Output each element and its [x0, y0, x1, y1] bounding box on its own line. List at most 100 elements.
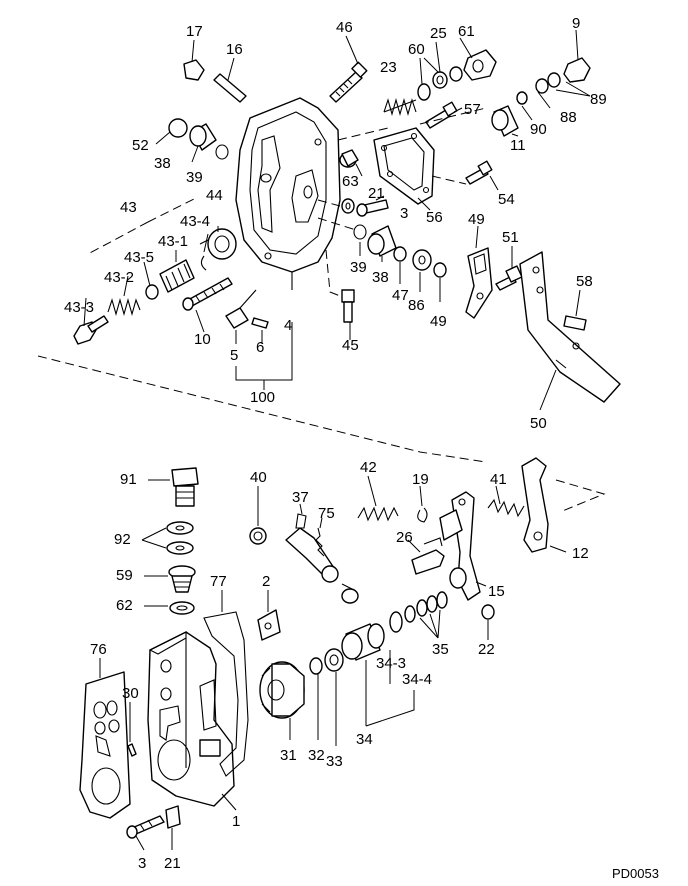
pump-housing-part-1 — [147, 631, 237, 811]
washer-part-92 — [141, 521, 194, 555]
spring-part-42 — [357, 475, 399, 522]
label-34-3: 34-3 — [376, 655, 406, 672]
bolt-part-54 — [465, 160, 499, 191]
label-25: 25 — [430, 25, 447, 42]
sleeve-part-11 — [491, 105, 519, 137]
label-4: 4 — [284, 317, 292, 334]
label-34: 34 — [356, 731, 373, 748]
ring-part-34-4 — [404, 605, 416, 623]
bolt-part-5 — [225, 289, 257, 344]
ring-part-62 — [144, 601, 195, 615]
washer-part-47 — [393, 246, 407, 284]
cap-part-52 — [155, 118, 188, 145]
spring-part-43-2 — [107, 297, 141, 317]
label-33: 33 — [326, 753, 343, 770]
label-52: 52 — [132, 137, 149, 154]
bolt-part-51 — [495, 246, 523, 291]
link-part-26 — [407, 537, 445, 575]
label-19: 19 — [412, 471, 429, 488]
label-6: 6 — [256, 339, 264, 356]
label-43-5: 43-5 — [124, 249, 154, 266]
washer-part-43-5 — [145, 284, 159, 300]
label-91: 91 — [120, 471, 137, 488]
pin-part-6 — [251, 317, 269, 344]
label-76: 76 — [90, 641, 107, 658]
label-56: 56 — [426, 209, 443, 226]
label-23: 23 — [380, 59, 397, 76]
bolt-part-45 — [341, 289, 355, 340]
washer-part-60 — [417, 83, 431, 101]
label-31: 31 — [280, 747, 297, 764]
label-54: 54 — [498, 191, 515, 208]
label-30: 30 — [122, 685, 139, 702]
label-43-1: 43-1 — [158, 233, 188, 250]
plug-part-63 — [339, 149, 363, 177]
drawing-code: PD0053 — [612, 866, 659, 881]
washer-part-21-lower — [165, 805, 181, 850]
ring-part-39-upper — [215, 144, 229, 160]
pin-part-16 — [213, 57, 247, 103]
label-89: 89 — [590, 91, 607, 108]
bracket-part-2 — [257, 590, 281, 641]
label-39-upper: 39 — [186, 169, 203, 186]
pin-part-43-3 — [73, 315, 109, 345]
label-35: 35 — [432, 641, 449, 658]
ring-part-40 — [249, 486, 267, 545]
label-88: 88 — [560, 109, 577, 126]
label-100: 100 — [250, 389, 275, 406]
clip-part-43-4 — [200, 255, 207, 271]
plate-part-56 — [373, 127, 435, 211]
bolt-part-46 — [329, 35, 368, 103]
bolt-part-58 — [563, 289, 587, 331]
label-50: 50 — [530, 415, 547, 432]
label-46: 46 — [336, 19, 353, 36]
label-21-lower: 21 — [164, 855, 181, 872]
label-43-4: 43-4 — [180, 213, 210, 230]
ring-part-34-3 — [389, 611, 403, 633]
sleeve-part-33 — [324, 648, 344, 746]
label-51: 51 — [502, 229, 519, 246]
spring-part-23 — [383, 97, 417, 117]
sleeve-part-34 — [341, 623, 385, 661]
lever-part-15 — [439, 491, 487, 601]
label-42: 42 — [360, 459, 377, 476]
label-15: 15 — [488, 583, 505, 600]
nut-part-9 — [563, 29, 591, 83]
label-75: 75 — [318, 505, 335, 522]
label-3-lower: 3 — [138, 855, 146, 872]
label-41: 41 — [490, 471, 507, 488]
bolt-part-57 — [425, 101, 463, 129]
bracket-part-49 — [465, 225, 493, 319]
spring-part-75 — [315, 517, 325, 557]
label-39-lower: 39 — [350, 259, 367, 276]
ring-part-32 — [309, 657, 323, 740]
label-43: 43 — [120, 199, 137, 216]
banjo-bolt-part-91 — [148, 467, 199, 507]
label-10: 10 — [194, 331, 211, 348]
label-11: 11 — [510, 137, 526, 154]
label-26: 26 — [396, 529, 413, 546]
label-17: 17 — [186, 23, 203, 40]
label-43-2: 43-2 — [104, 269, 134, 286]
bolt-part-10 — [182, 277, 233, 333]
label-3-upper: 3 — [400, 205, 408, 222]
label-47: 47 — [392, 287, 409, 304]
washer-part-90 — [516, 91, 528, 105]
washer-part-86 — [412, 249, 432, 292]
label-2: 2 — [262, 573, 270, 590]
label-49-washer: 49 — [430, 313, 447, 330]
label-90: 90 — [530, 121, 547, 138]
ring-part-39-lower — [353, 224, 367, 256]
gasket-part-77 — [203, 590, 249, 777]
gasket-part-76 — [79, 658, 131, 819]
label-32: 32 — [308, 747, 325, 764]
shim-part-35 — [416, 591, 448, 639]
label-92: 92 — [114, 531, 131, 548]
label-49-bracket: 49 — [468, 211, 485, 228]
label-59: 59 — [116, 567, 133, 584]
pin-part-30 — [127, 702, 137, 757]
bolt-part-3-lower — [126, 815, 165, 851]
label-34-4: 34-4 — [402, 671, 432, 688]
ring-part-25 — [432, 66, 463, 89]
